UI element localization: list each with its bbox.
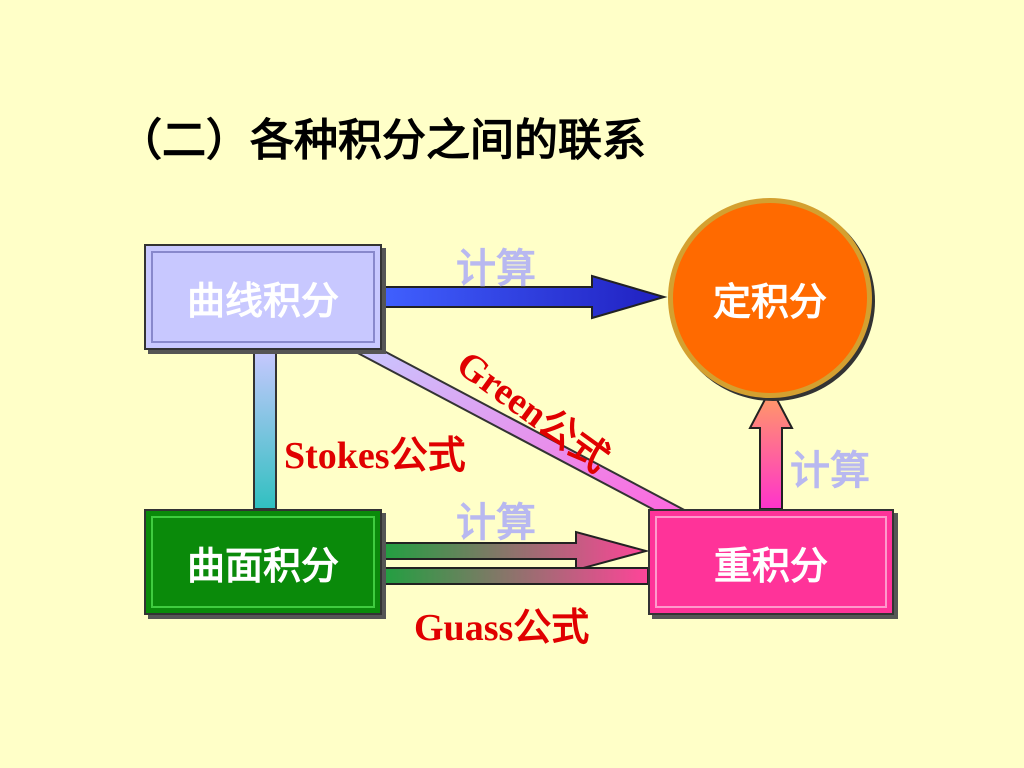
arrow-line-to-definite [381, 274, 668, 320]
multiple-integral-box: 重积分 [648, 509, 894, 615]
definite-integral-label: 定积分 [712, 279, 827, 324]
line-integral-label: 曲线积分 [186, 278, 339, 323]
connector-gauss [381, 567, 649, 585]
compute-label-right: 计算 [790, 448, 870, 494]
connector-line-surface [253, 349, 277, 510]
line-integral-box: 曲线积分 [144, 244, 382, 350]
arrow-multiple-to-definite [748, 385, 794, 510]
surface-integral-box: 曲面积分 [144, 509, 382, 615]
surface-integral-label: 曲面积分 [186, 543, 339, 588]
compute-label-middle: 计算 [456, 500, 536, 546]
page-title: （二）各种积分之间的联系 [118, 115, 646, 166]
multiple-integral-label: 重积分 [713, 543, 828, 588]
compute-label-top: 计算 [456, 246, 536, 292]
definite-integral-circle: 定积分 [668, 198, 872, 398]
arrow-surface-to-multiple [381, 530, 650, 572]
stokes-formula-label: Stokes公式 [284, 435, 466, 477]
gauss-formula-label: Guass公式 [414, 607, 590, 649]
